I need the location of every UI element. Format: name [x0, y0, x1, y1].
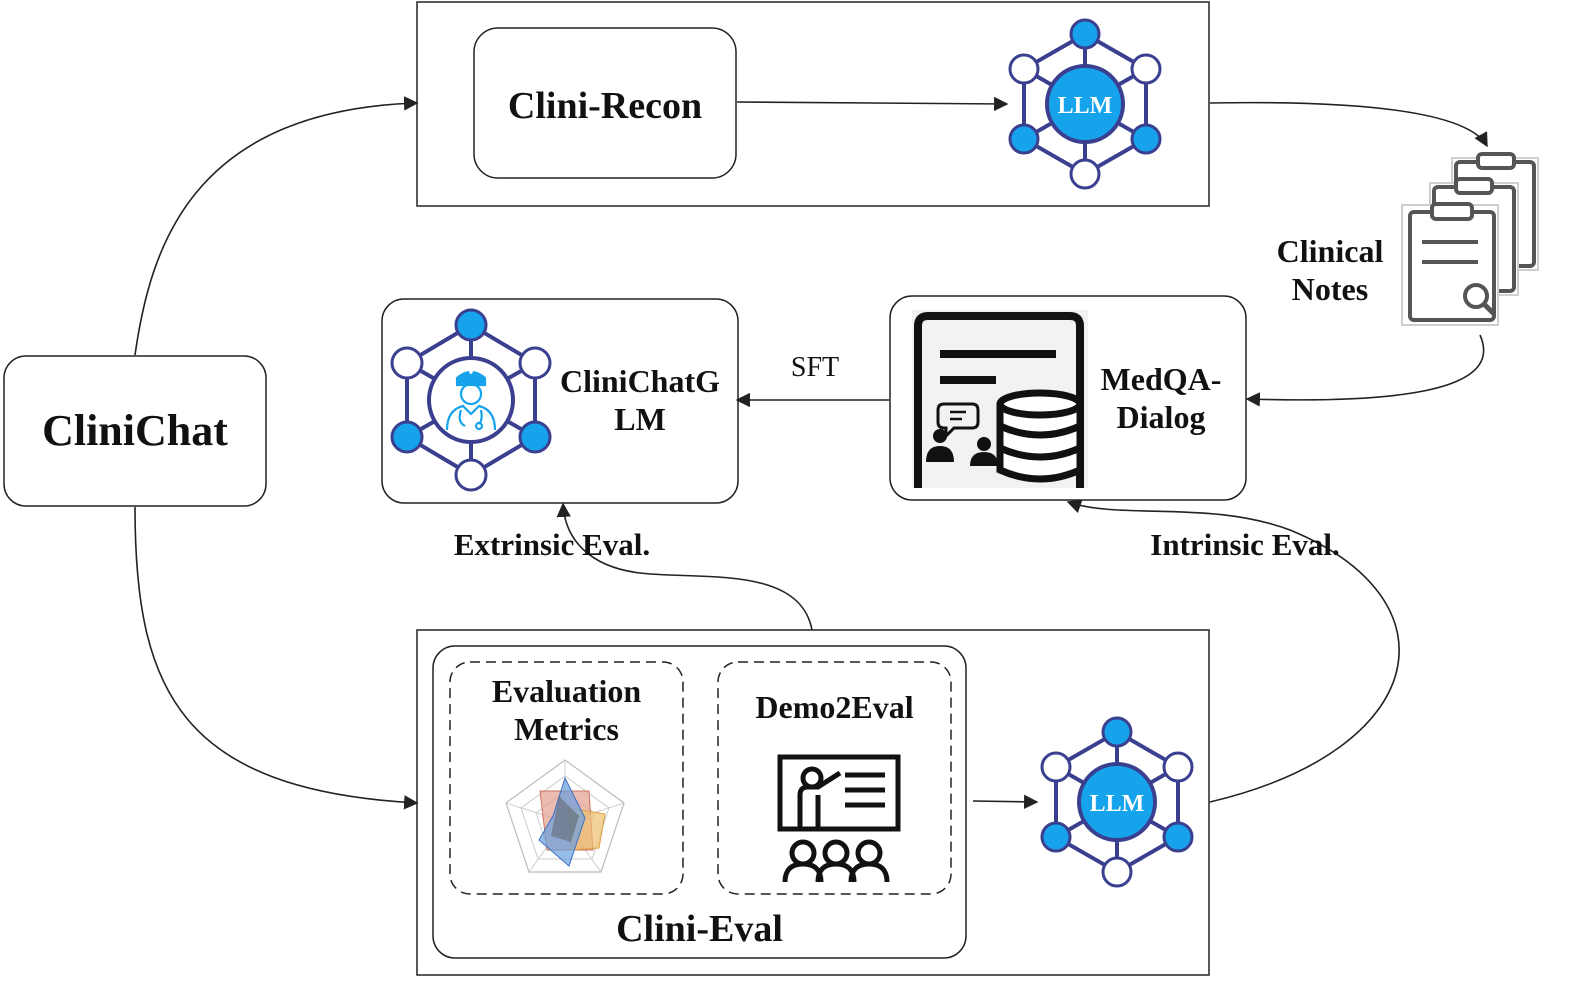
medqa-dialog-label: MedQA- Dialog — [1090, 360, 1232, 437]
clinical-notes-line1: Clinical — [1276, 233, 1384, 269]
arrow-eval-to-llm — [972, 794, 1039, 809]
teaching-presentation-icon — [777, 754, 901, 883]
doctor-icon — [445, 370, 497, 431]
arrow-notes-to-medqa — [1245, 334, 1485, 407]
clipboard-stack-icon — [1401, 152, 1539, 326]
extrinsic-eval-label: Extrinsic Eval. — [453, 527, 651, 562]
demo2eval-box — [717, 661, 952, 895]
doctor-network-icon — [390, 308, 552, 492]
llm-network-icon — [1008, 18, 1162, 190]
llm-network-icon — [1040, 716, 1194, 888]
clinichat-label: CliniChat — [42, 406, 228, 455]
demo2eval-label: Demo2Eval — [755, 689, 914, 725]
clinichat-box — [3, 355, 267, 507]
radar-chart-icon — [505, 759, 625, 873]
sft-label: SFT — [790, 352, 840, 383]
arrow-llm-to-medqa — [1066, 499, 1400, 803]
arrow-llm-to-notes — [1209, 101, 1488, 148]
medqa-dialog-line2: Dialog — [1116, 399, 1206, 436]
medqa-dialog-line1: MedQA- — [1100, 361, 1222, 397]
clinichatglm-line1: CliniChatG — [559, 363, 721, 399]
evaluation-metrics-label: Evaluation Metrics — [450, 672, 683, 749]
clini-recon-label: Clini-Recon — [507, 85, 703, 127]
clini-eval-label: Clini-Eval — [616, 908, 783, 950]
llm-bottom-label: LLM — [1089, 791, 1145, 817]
clinichatglm-label: CliniChatG LM — [548, 362, 732, 439]
clini-recon-box — [473, 27, 737, 179]
clinichatglm-line2: LM — [614, 401, 666, 438]
arrow-eval-to-clinichatglm — [556, 502, 813, 631]
clinical-notes-line2: Notes — [1291, 271, 1369, 308]
llm-top-label: LLM — [1057, 93, 1113, 119]
dialog-database-icon — [912, 310, 1088, 488]
clinical-notes-label: Clinical Notes — [1262, 232, 1398, 309]
arrow-clinichat-to-recon — [134, 96, 419, 356]
evaluation-metrics-line2: Metrics — [514, 711, 619, 748]
intrinsic-eval-label: Intrinsic Eval. — [1150, 527, 1340, 562]
clini-eval-box — [432, 645, 967, 959]
arrow-clinichat-to-eval — [134, 506, 419, 810]
arrow-recon-to-llm — [736, 96, 1009, 112]
evaluation-metrics-box — [449, 661, 684, 895]
evaluation-metrics-line1: Evaluation — [491, 673, 642, 709]
